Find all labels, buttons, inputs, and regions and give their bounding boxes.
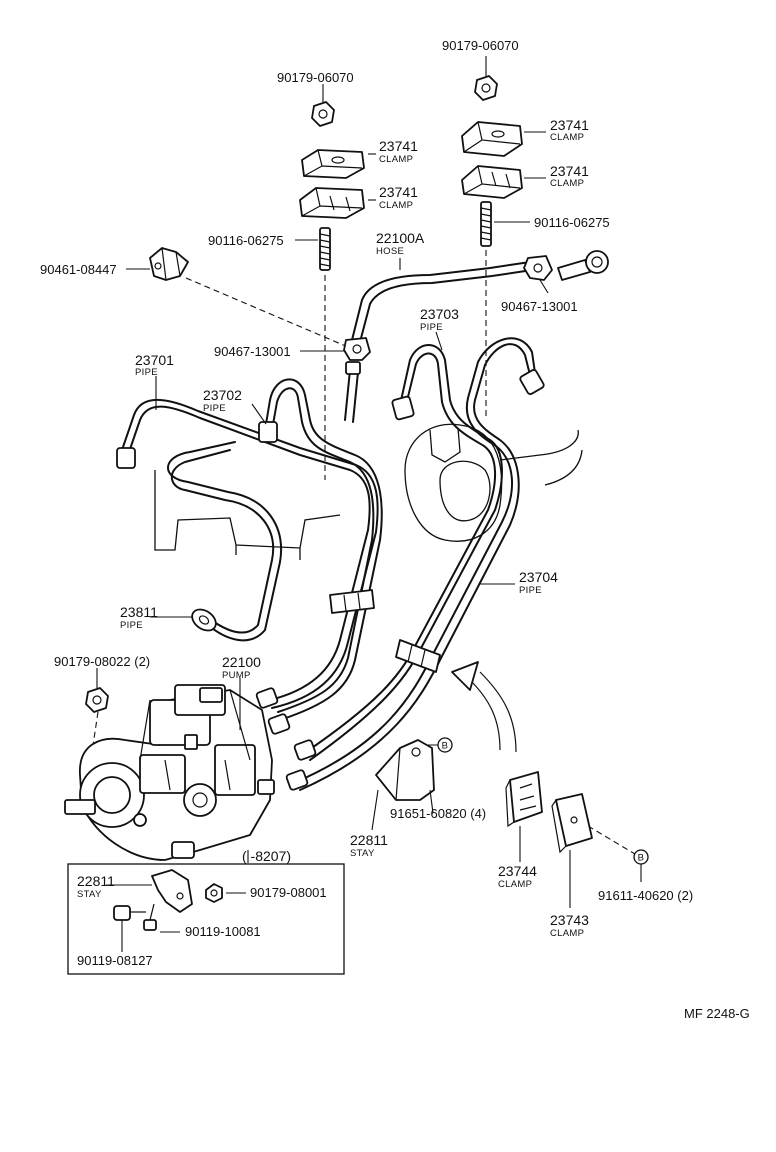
label-bolt-stay: 91651-60820 (4) <box>390 806 486 821</box>
label-hose: 22100A <box>376 230 425 246</box>
label-clamp-23743: 23743 <box>550 912 589 928</box>
label-clamp-a: 23741 <box>379 138 418 154</box>
label-inset-stay: 22811 <box>77 873 115 889</box>
label-stay: 22811 <box>350 832 388 848</box>
engine-block-outline <box>154 423 583 560</box>
stay-22811 <box>375 739 435 801</box>
clamp-upper-right-bottom <box>461 165 523 199</box>
label-clamp-c: 23741 <box>550 117 589 133</box>
label-nut-upper-right: 90179-06070 <box>442 38 519 53</box>
pipe-23701 <box>121 398 379 709</box>
label-clip-right: 90467-13001 <box>501 299 578 314</box>
label-pipe-23704-sub: PIPE <box>519 585 542 596</box>
label-clamp-d: 23741 <box>550 163 589 179</box>
label-pipe-23702: 23702 <box>203 387 242 403</box>
clamp-upper-right-top <box>461 121 523 157</box>
label-clamp-b: 23741 <box>379 184 418 200</box>
injection-pump <box>64 684 275 861</box>
label-pipe-23701-sub: PIPE <box>135 367 158 378</box>
ref-marker-b1: B <box>437 737 453 753</box>
clamp-23744 <box>505 771 543 828</box>
label-inset-stay-sub: STAY <box>77 889 102 900</box>
hose-22100a <box>344 261 533 423</box>
label-clamp-a-sub: CLAMP <box>379 154 413 165</box>
hose-clip-left <box>343 337 371 361</box>
bracket-left <box>149 247 189 281</box>
label-clamp-c-sub: CLAMP <box>550 132 584 143</box>
clamp-upper-left-bottom <box>299 187 365 219</box>
label-clip-left: 90467-13001 <box>214 344 291 359</box>
svg-text:B: B <box>442 741 449 752</box>
label-pipe-23703-sub: PIPE <box>420 322 443 333</box>
label-clamp-23744-sub: CLAMP <box>498 879 532 890</box>
label-inset-nut: 90179-08001 <box>250 885 327 900</box>
pump-nut <box>85 687 109 713</box>
label-stay-sub: STAY <box>350 848 375 859</box>
banjo-fitting <box>557 250 609 281</box>
label-clamp-23744: 23744 <box>498 863 537 879</box>
label-bracket-left: 90461-08447 <box>40 262 117 277</box>
label-pump-sub: PUMP <box>222 670 251 681</box>
stud-right <box>480 201 492 247</box>
labels: 90179-06070 90179-06070 23741 CLAMP 2374… <box>40 38 750 1021</box>
label-clamp-d-sub: CLAMP <box>550 178 584 189</box>
ref-marker-b2: B <box>633 849 649 865</box>
nut-upper-left <box>311 101 335 127</box>
clamp-upper-left-top <box>301 149 365 179</box>
label-pipe-23703: 23703 <box>420 306 459 322</box>
label-pipe-23704: 23704 <box>519 569 558 585</box>
nut-upper-right <box>474 75 498 101</box>
label-bolt-clamp: 91611-40620 (2) <box>598 888 693 903</box>
pump-outlet-fittings <box>255 687 317 791</box>
label-pipe-23702-sub: PIPE <box>203 403 226 414</box>
label-pump: 22100 <box>222 654 261 670</box>
inset-box <box>67 863 345 975</box>
pipe-end-nuts <box>116 369 545 469</box>
pipe-23811 <box>167 441 282 642</box>
label-nut-pump: 90179-08022 (2) <box>54 654 150 669</box>
pipe-23704 <box>295 337 537 791</box>
label-figure-code: MF 2248-G <box>684 1006 750 1021</box>
clamp-23743 <box>551 793 593 854</box>
label-hose-sub: HOSE <box>376 246 404 257</box>
label-clamp-23743-sub: CLAMP <box>550 928 584 939</box>
label-stud-right: 90116-06275 <box>534 215 610 230</box>
stud-left <box>319 227 331 271</box>
leader-lines <box>96 56 642 952</box>
label-pipe-23701: 23701 <box>135 352 174 368</box>
label-clamp-b-sub: CLAMP <box>379 200 413 211</box>
label-nut-upper-left: 90179-06070 <box>277 70 354 85</box>
pipe-bundle-clamps <box>329 589 441 673</box>
svg-text:B: B <box>638 853 645 864</box>
hose-clip-right <box>523 255 553 281</box>
label-inset-bolt-a: 90119-10081 <box>185 924 261 939</box>
label-inset-bolt-b: 90119-08127 <box>77 953 153 968</box>
pipe-23702 <box>264 378 383 721</box>
label-pipe-23811-sub: PIPE <box>120 620 143 631</box>
label-stud-left: 90116-06275 <box>208 233 284 248</box>
label-inset-range: ( -8207) <box>242 848 291 864</box>
direction-arrow <box>451 661 517 753</box>
label-pipe-23811: 23811 <box>120 604 158 620</box>
